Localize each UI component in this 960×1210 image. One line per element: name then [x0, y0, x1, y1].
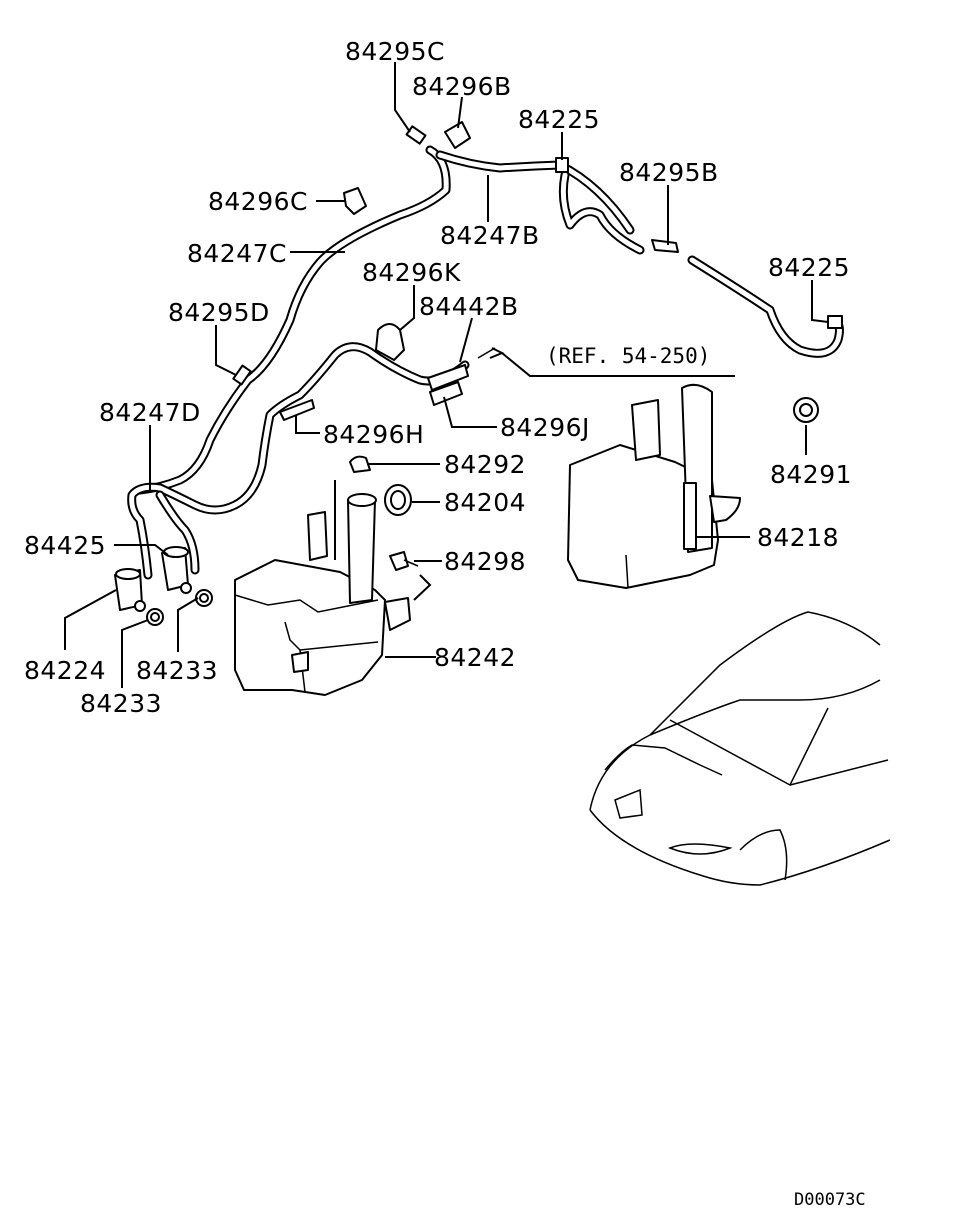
seal-84233-left: [146, 608, 164, 626]
label-84425: 84425: [24, 531, 106, 560]
ref-note: (REF. 54-250): [546, 344, 710, 368]
label-84292: 84292: [444, 450, 526, 479]
grommet-84292: [349, 455, 371, 473]
label-84225-top: 84225: [518, 105, 600, 134]
clip-84442b: [427, 347, 496, 391]
clip-84296b: [444, 121, 471, 149]
label-84218: 84218: [757, 523, 839, 552]
label-84247c: 84247C: [187, 239, 287, 268]
clip-84296k: [375, 323, 405, 361]
seal-84233-right: [195, 589, 213, 607]
pump-84425: [161, 546, 192, 594]
hose-84247c: [135, 145, 451, 495]
label-84242: 84242: [434, 643, 516, 672]
grommet-84291: [793, 397, 819, 423]
label-84296k: 84296K: [362, 258, 461, 287]
clip-84296j: [429, 381, 463, 406]
label-84247b: 84247B: [440, 221, 540, 250]
tank-84242: [234, 493, 411, 696]
clip-84225-right: [827, 315, 843, 329]
drawing-code: D00073C: [794, 1190, 866, 1210]
label-84295b: 84295B: [619, 158, 719, 187]
label-84291: 84291: [770, 460, 852, 489]
label-84296c: 84296C: [208, 187, 308, 216]
label-84224: 84224: [24, 656, 106, 685]
label-84296b: 84296B: [412, 72, 512, 101]
hose-84247b: [435, 150, 645, 255]
tank-84218: [567, 383, 741, 589]
leader-lines: [64, 62, 829, 688]
hose-84225-right: [687, 255, 844, 358]
label-84296h: 84296H: [323, 420, 424, 449]
label-84295c: 84295C: [345, 37, 445, 66]
joint-84295d: [232, 364, 252, 386]
seal-84204: [384, 484, 412, 516]
label-84295d: 84295D: [168, 298, 270, 327]
label-84296j: 84296J: [500, 413, 590, 442]
clip-84296c: [343, 187, 367, 215]
clip-84225-top: [555, 157, 569, 173]
label-84247d: 84247D: [99, 398, 201, 427]
clip-84296h: [279, 399, 315, 421]
label-84298: 84298: [444, 547, 526, 576]
label-84442b: 84442B: [419, 292, 519, 321]
label-84233-left: 84233: [80, 689, 162, 718]
car-locator: [589, 611, 891, 886]
label-84225-right: 84225: [768, 253, 850, 282]
hose-84247d: [127, 342, 470, 580]
screw-84298: [389, 551, 419, 571]
label-84204: 84204: [444, 488, 526, 517]
pump-84224: [114, 568, 146, 612]
joint-84295b: [651, 239, 679, 253]
joint-84295c: [405, 125, 427, 145]
label-84233-right: 84233: [136, 656, 218, 685]
